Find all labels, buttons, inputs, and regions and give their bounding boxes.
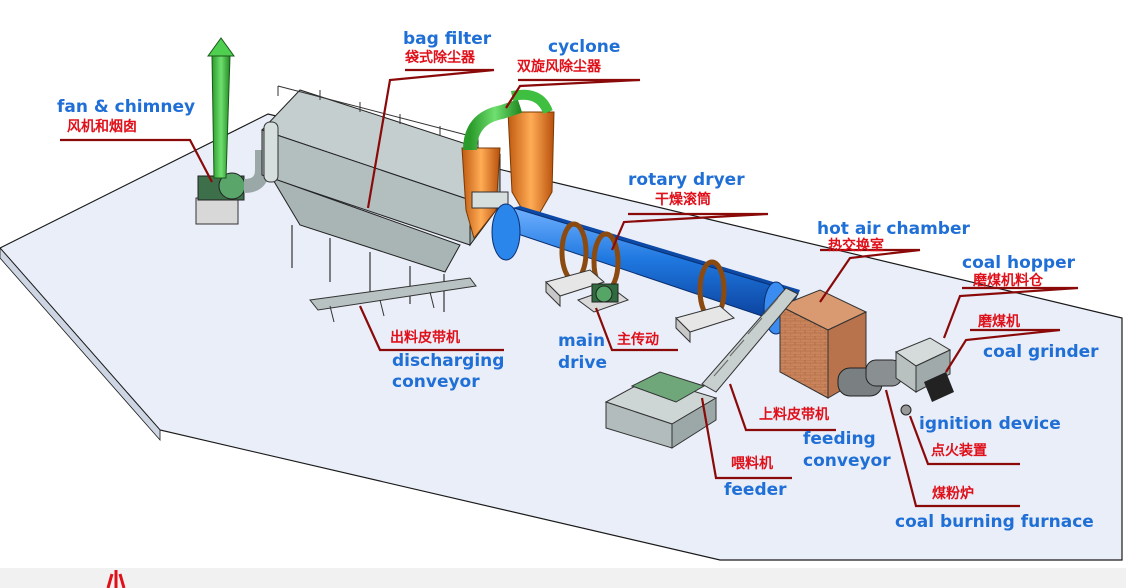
label-coal-grinder: coal grinder xyxy=(983,344,1099,361)
label-fan-chimney-cn: 风机和烟囱 xyxy=(67,120,137,134)
label-ignition-device: ignition device xyxy=(919,416,1061,433)
label-main-drive-line1: main xyxy=(558,333,605,350)
label-coal-burning-furnace: coal burning furnace xyxy=(895,514,1094,531)
label-feeding-conveyor-line1: feeding xyxy=(803,431,876,448)
label-hot-air-chamber: hot air chamber xyxy=(817,221,970,238)
label-rotary-dryer: rotary dryer xyxy=(628,172,745,189)
label-discharging-conveyor-line2: conveyor xyxy=(392,374,480,391)
label-coal-burning-furnace-cn: 煤粉炉 xyxy=(932,487,974,501)
logo-icon xyxy=(98,570,134,588)
label-feeder-cn: 喂料机 xyxy=(731,457,773,471)
label-main-drive-line2: drive xyxy=(558,355,607,372)
label-coal-hopper: coal hopper xyxy=(962,255,1075,272)
label-feeding-conveyor-cn: 上料皮带机 xyxy=(759,408,829,422)
label-fan-chimney: fan & chimney xyxy=(57,99,195,116)
label-bag-filter: bag filter xyxy=(403,31,491,48)
label-ignition-device-cn: 点火装置 xyxy=(931,444,987,458)
label-rotary-dryer-cn: 干燥滚筒 xyxy=(655,193,711,207)
label-hot-air-chamber-cn: 热交换室 xyxy=(828,239,884,253)
label-discharging-conveyor-cn: 出料皮带机 xyxy=(390,331,460,345)
label-cyclone: cyclone xyxy=(548,39,620,56)
label-coal-grinder-cn: 磨煤机 xyxy=(978,315,1020,329)
label-cyclone-cn: 双旋风除尘器 xyxy=(517,60,601,74)
label-feeder: feeder xyxy=(724,482,787,499)
bottom-bar xyxy=(0,568,1126,588)
label-discharging-conveyor-line1: discharging xyxy=(392,353,504,370)
label-main-drive-cn: 主传动 xyxy=(617,333,659,347)
label-feeding-conveyor-line2: conveyor xyxy=(803,453,891,470)
label-bag-filter-cn: 袋式除尘器 xyxy=(405,51,475,65)
label-coal-hopper-cn: 磨煤机料仓 xyxy=(973,274,1043,288)
